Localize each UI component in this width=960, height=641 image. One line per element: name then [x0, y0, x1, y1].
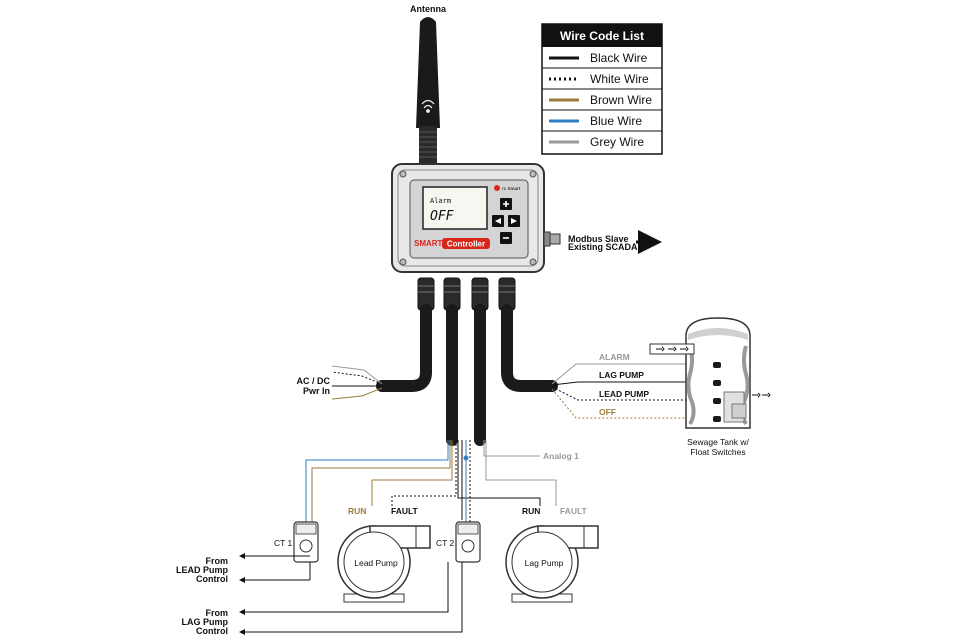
legend-row: Black Wire [549, 51, 648, 65]
float-wires [551, 363, 712, 419]
black-cables [376, 304, 558, 446]
ct1-label: CT 1 [274, 538, 293, 548]
modbus-port-icon [543, 231, 561, 247]
lead-pump-name: Lead Pump [354, 558, 398, 568]
mini-logo-text: rc Smart [502, 186, 521, 191]
wifi-icon [421, 99, 435, 113]
brand-smart: SMART [414, 239, 443, 248]
brand-mini-logo: rc Smart [494, 185, 521, 191]
lag-pump-icon [505, 525, 599, 603]
legend-row: Blue Wire [542, 109, 662, 128]
smart-controller: Alarm OFF rc Smart SMART Controller [391, 163, 561, 273]
cable-glands [417, 277, 516, 311]
ct2-icon [455, 521, 481, 563]
float-label-lead: LEAD PUMP [599, 389, 649, 399]
legend-row: White Wire [542, 67, 662, 86]
lcd-alarm-label: Alarm [430, 197, 451, 205]
antenna-icon [416, 17, 440, 164]
left-arrow-button[interactable] [492, 215, 504, 227]
junction-dot [463, 455, 469, 461]
lcd-display [422, 186, 488, 230]
power-wires [331, 365, 383, 400]
legend-item-label: Black Wire [590, 51, 648, 65]
brand-controller: Controller [447, 240, 485, 249]
lead-pump-icon [337, 525, 431, 603]
modbus-line1: Modbus Slave [568, 234, 629, 244]
lcd-value: OFF [430, 209, 455, 224]
legend-item-label: Brown Wire [590, 93, 652, 107]
pump-signal-wires [305, 440, 557, 528]
power-line1: AC / DC [297, 376, 331, 386]
lag-fault-label: FAULT [560, 506, 588, 516]
legend-row: Brown Wire [542, 88, 662, 107]
ct1-icon [293, 521, 319, 563]
power-line2: Pwr In [303, 386, 330, 396]
legend-item-label: Blue Wire [590, 114, 642, 128]
float-label-lag: LAG PUMP [599, 370, 644, 380]
plus-button[interactable] [500, 198, 512, 210]
lag-from-line3: Control [196, 626, 228, 636]
float-label-alarm: ALARM [599, 352, 630, 362]
tank-caption-line2: Float Switches [690, 447, 745, 457]
lead-control-lines [239, 553, 311, 583]
sewage-tank-icon [649, 317, 771, 429]
lag-run-label: RUN [522, 506, 540, 516]
legend-item-label: Grey Wire [590, 135, 644, 149]
legend-title: Wire Code List [560, 29, 644, 43]
minus-button[interactable] [500, 232, 512, 244]
lead-fault-label: FAULT [391, 506, 419, 516]
smartcontroller-brand: SMART Controller [414, 238, 490, 249]
lag-from-line1: From [206, 608, 229, 618]
lead-from-line3: Control [196, 574, 228, 584]
modbus-line2: Existing SCADA [568, 242, 638, 252]
lead-run-label: RUN [348, 506, 366, 516]
tank-caption-line1: Sewage Tank w/ [687, 437, 749, 447]
analog-label: Analog 1 [543, 451, 579, 461]
lag-pump-name: Lag Pump [525, 558, 564, 568]
lead-from-line2: LEAD Pump [176, 565, 229, 575]
ct2-label: CT 2 [436, 538, 455, 548]
legend-item-label: White Wire [590, 72, 649, 86]
antenna-label: Antenna [410, 4, 447, 14]
lag-control-lines [239, 562, 463, 635]
lead-from-line1: From [206, 556, 229, 566]
float-label-off: OFF [599, 407, 616, 417]
right-arrow-button[interactable] [508, 215, 520, 227]
legend-row: Grey Wire [542, 130, 662, 149]
lag-from-line2: LAG Pump [182, 617, 229, 627]
